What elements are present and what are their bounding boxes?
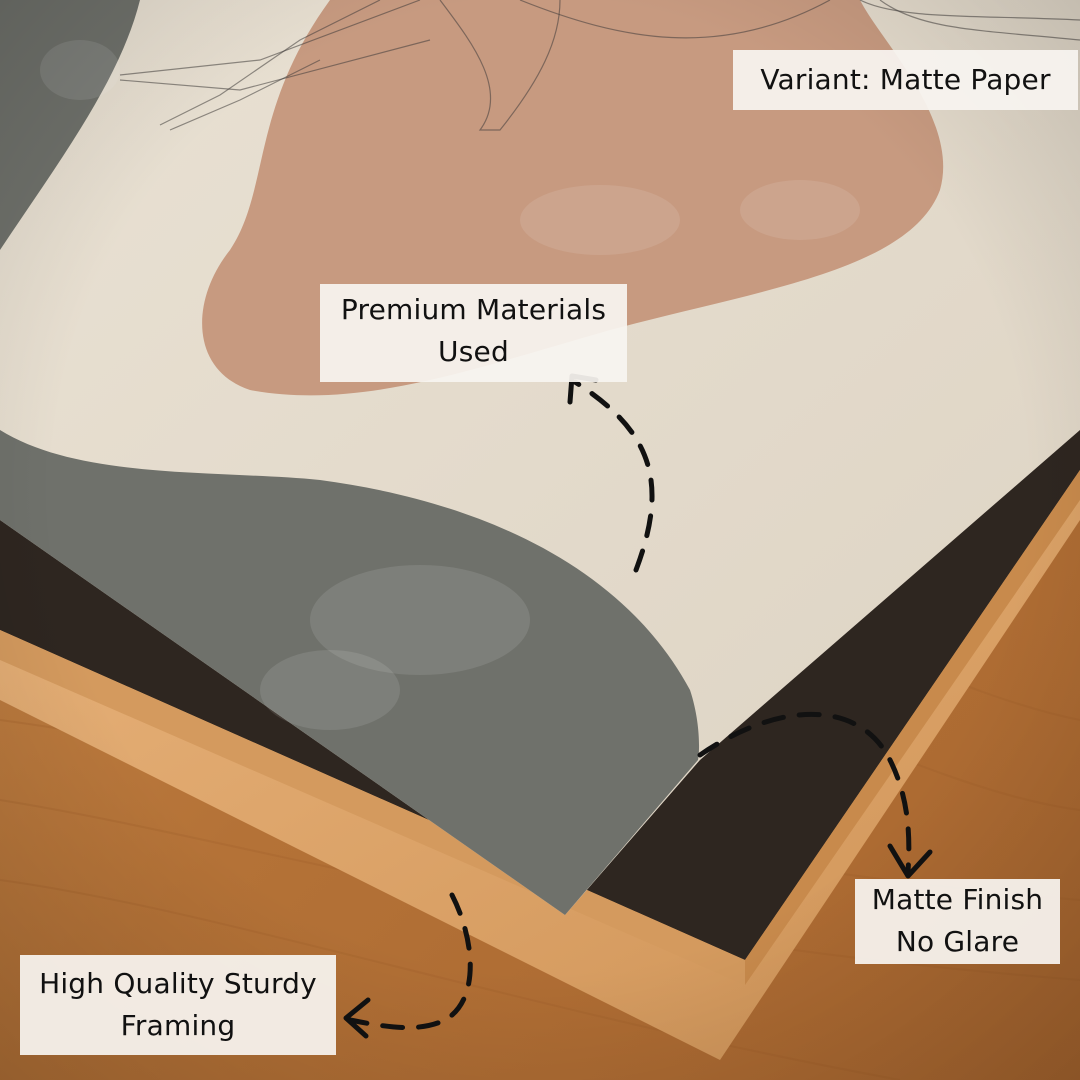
matte-line-2: No Glare xyxy=(895,925,1020,958)
matte-finish-label: Matte Finish No Glare xyxy=(855,879,1060,964)
dashed-curved-arrow-framing xyxy=(347,892,473,1030)
framing-line-1: High Quality Sturdy xyxy=(39,967,317,1000)
arrowhead-framing xyxy=(343,997,371,1039)
framing-label: High Quality Sturdy Framing xyxy=(20,955,336,1055)
premium-materials-label: Premium Materials Used xyxy=(320,284,627,382)
variant-label: Variant: Matte Paper xyxy=(733,50,1078,110)
dashed-curved-arrow-premium xyxy=(572,379,655,573)
premium-line-1: Premium Materials xyxy=(340,293,607,326)
variant-text: Variant: Matte Paper xyxy=(760,63,1051,96)
framing-line-2: Framing xyxy=(120,1009,236,1042)
dashed-curved-arrow-matte xyxy=(697,711,912,875)
premium-line-2: Used xyxy=(438,335,509,368)
matte-line-1: Matte Finish xyxy=(871,883,1044,916)
arrowhead-matte xyxy=(887,843,933,879)
